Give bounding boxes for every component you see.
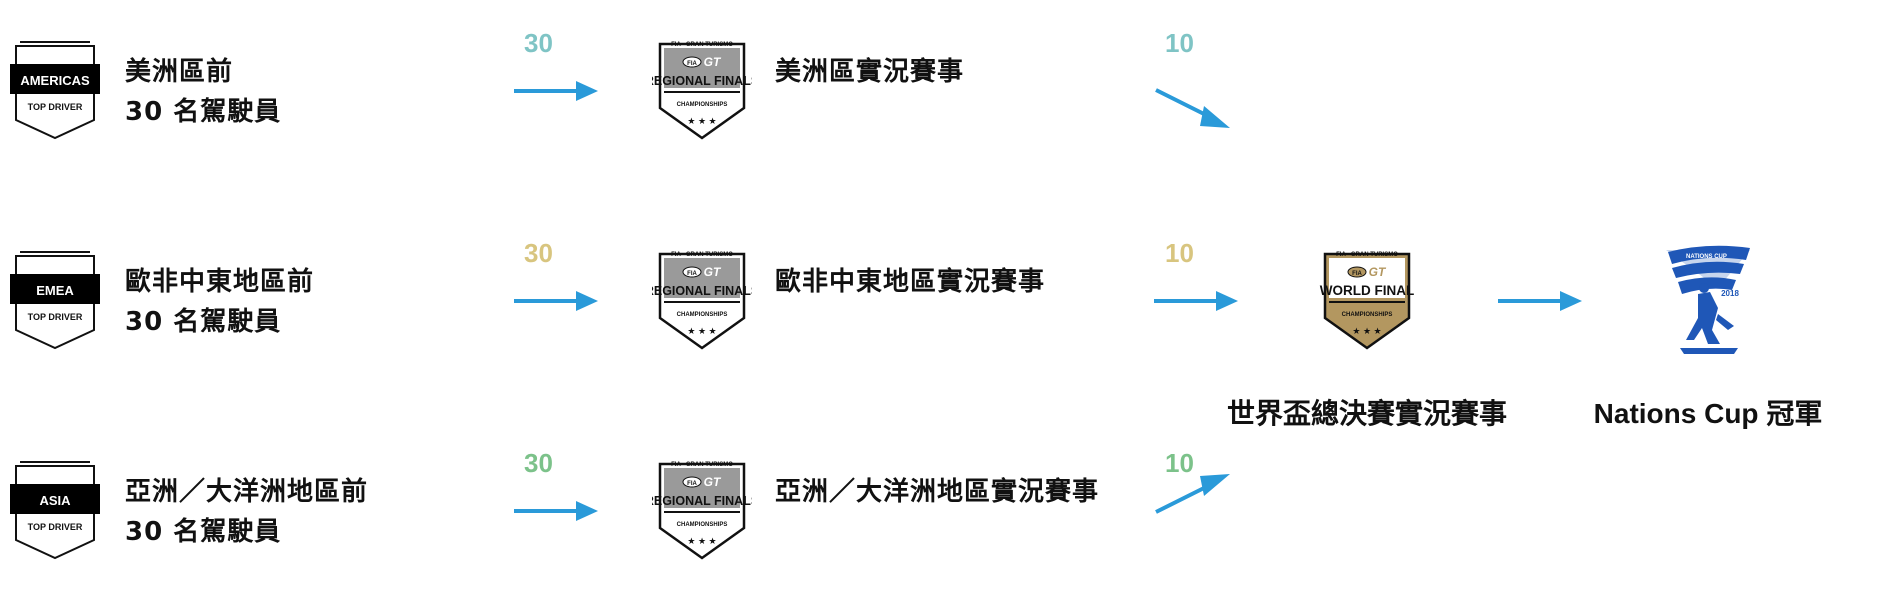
- nations-cup-logo: NATIONS CUP 2018: [1658, 244, 1758, 363]
- svg-text:2018: 2018: [1721, 289, 1739, 298]
- svg-text:CHAMPIONSHIPS: CHAMPIONSHIPS: [677, 102, 728, 108]
- americas-arrow-to-regional: [514, 81, 598, 101]
- asia-arrow-to-world-final: [1155, 474, 1230, 514]
- svg-text:FIA: FIA: [687, 271, 697, 277]
- svg-text:FIA · GRAN TURISMO: FIA · GRAN TURISMO: [671, 42, 733, 48]
- americas-regional-finals-logo: FIA · GRAN TURISMO FIA GT REGIONAL FINAL…: [645, 38, 759, 147]
- asia-arrow-to-regional: [514, 501, 598, 521]
- emea-description: 歐非中東地區前 30 名駕駛員: [125, 262, 314, 342]
- svg-text:FIA: FIA: [687, 481, 697, 487]
- svg-text:TOP DRIVER: TOP DRIVER: [28, 312, 83, 322]
- emea-top-driver-badge: EMEA TOP DRIVER: [10, 250, 100, 354]
- asia-count-label: 30: [524, 448, 553, 478]
- americas-count-label: 30: [524, 28, 553, 58]
- svg-text:TOP DRIVER: TOP DRIVER: [28, 522, 83, 532]
- svg-text:★ ★ ★: ★ ★ ★: [687, 536, 716, 546]
- svg-text:FIA · GRAN TURISMO: FIA · GRAN TURISMO: [671, 252, 733, 258]
- asia-top-driver-badge: ASIA TOP DRIVER: [10, 460, 100, 564]
- svg-text:GT: GT: [704, 475, 722, 489]
- svg-text:FIA · GRAN TURISMO: FIA · GRAN TURISMO: [671, 462, 733, 468]
- nations-cup-caption: Nations Cup 冠軍: [1593, 398, 1823, 429]
- world-final-caption: 世界盃總決賽實況賽事: [1226, 397, 1507, 430]
- svg-text:GT: GT: [704, 265, 722, 279]
- svg-text:EMEA: EMEA: [36, 283, 74, 298]
- world-final-logo: FIA · GRAN TURISMO FIA GT WORLD FINAL CH…: [1317, 248, 1417, 357]
- emea-desc-line2: 30 名駕駛員: [125, 307, 282, 337]
- americas-arrow-to-world-final: [1155, 88, 1230, 128]
- svg-text:REGIONAL FINALS: REGIONAL FINALS: [652, 74, 752, 88]
- emea-arrow-to-world-final: [1154, 291, 1238, 311]
- asia-out-count-label: 10: [1165, 448, 1194, 478]
- svg-text:REGIONAL FINALS: REGIONAL FINALS: [652, 284, 752, 298]
- svg-text:NATIONS CUP: NATIONS CUP: [1686, 254, 1727, 260]
- svg-text:CHAMPIONSHIPS: CHAMPIONSHIPS: [677, 312, 728, 318]
- americas-desc-line1: 美洲區前: [125, 57, 234, 87]
- svg-text:WORLD FINAL: WORLD FINAL: [1320, 283, 1414, 298]
- americas-top-driver-badge: AMERICAS TOP DRIVER: [10, 40, 100, 144]
- americas-description: 美洲區前 30 名駕駛員: [125, 52, 281, 132]
- americas-desc-line2: 30 名駕駛員: [125, 97, 282, 127]
- asia-regional-final-name: 亞洲／大洋洲地區實況賽事: [775, 477, 1100, 507]
- svg-text:FIA · GRAN TURISMO: FIA · GRAN TURISMO: [1336, 252, 1398, 258]
- emea-regional-finals-logo: FIA · GRAN TURISMO FIA GT REGIONAL FINAL…: [645, 248, 759, 357]
- world-final-arrow-to-nations-cup: [1498, 291, 1582, 311]
- svg-text:CHAMPIONSHIPS: CHAMPIONSHIPS: [677, 522, 728, 528]
- asia-description: 亞洲／大洋洲地區前 30 名駕駛員: [125, 472, 368, 552]
- asia-desc-line1: 亞洲／大洋洲地區前: [125, 477, 369, 507]
- svg-text:CHAMPIONSHIPS: CHAMPIONSHIPS: [1342, 312, 1393, 318]
- emea-out-count-label: 10: [1165, 238, 1194, 268]
- svg-text:FIA: FIA: [1352, 271, 1362, 277]
- emea-regional-final-name: 歐非中東地區實況賽事: [775, 267, 1046, 297]
- svg-text:★ ★ ★: ★ ★ ★: [687, 116, 716, 126]
- emea-count-label: 30: [524, 238, 553, 268]
- svg-text:ASIA: ASIA: [39, 493, 71, 508]
- americas-regional-final-name: 美洲區實況賽事: [775, 57, 965, 87]
- emea-arrow-to-regional: [514, 291, 598, 311]
- emea-desc-line1: 歐非中東地區前: [125, 267, 315, 297]
- americas-out-count-label: 10: [1165, 28, 1194, 58]
- svg-text:AMERICAS: AMERICAS: [20, 73, 90, 88]
- asia-desc-line2: 30 名駕駛員: [125, 517, 282, 547]
- svg-text:REGIONAL FINALS: REGIONAL FINALS: [652, 494, 752, 508]
- svg-text:GT: GT: [1369, 265, 1387, 279]
- svg-text:★ ★ ★: ★ ★ ★: [1352, 326, 1381, 336]
- svg-text:GT: GT: [704, 55, 722, 69]
- svg-text:TOP DRIVER: TOP DRIVER: [28, 102, 83, 112]
- svg-text:FIA: FIA: [687, 61, 697, 67]
- asia-regional-finals-logo: FIA · GRAN TURISMO FIA GT REGIONAL FINAL…: [645, 458, 759, 567]
- svg-text:★ ★ ★: ★ ★ ★: [687, 326, 716, 336]
